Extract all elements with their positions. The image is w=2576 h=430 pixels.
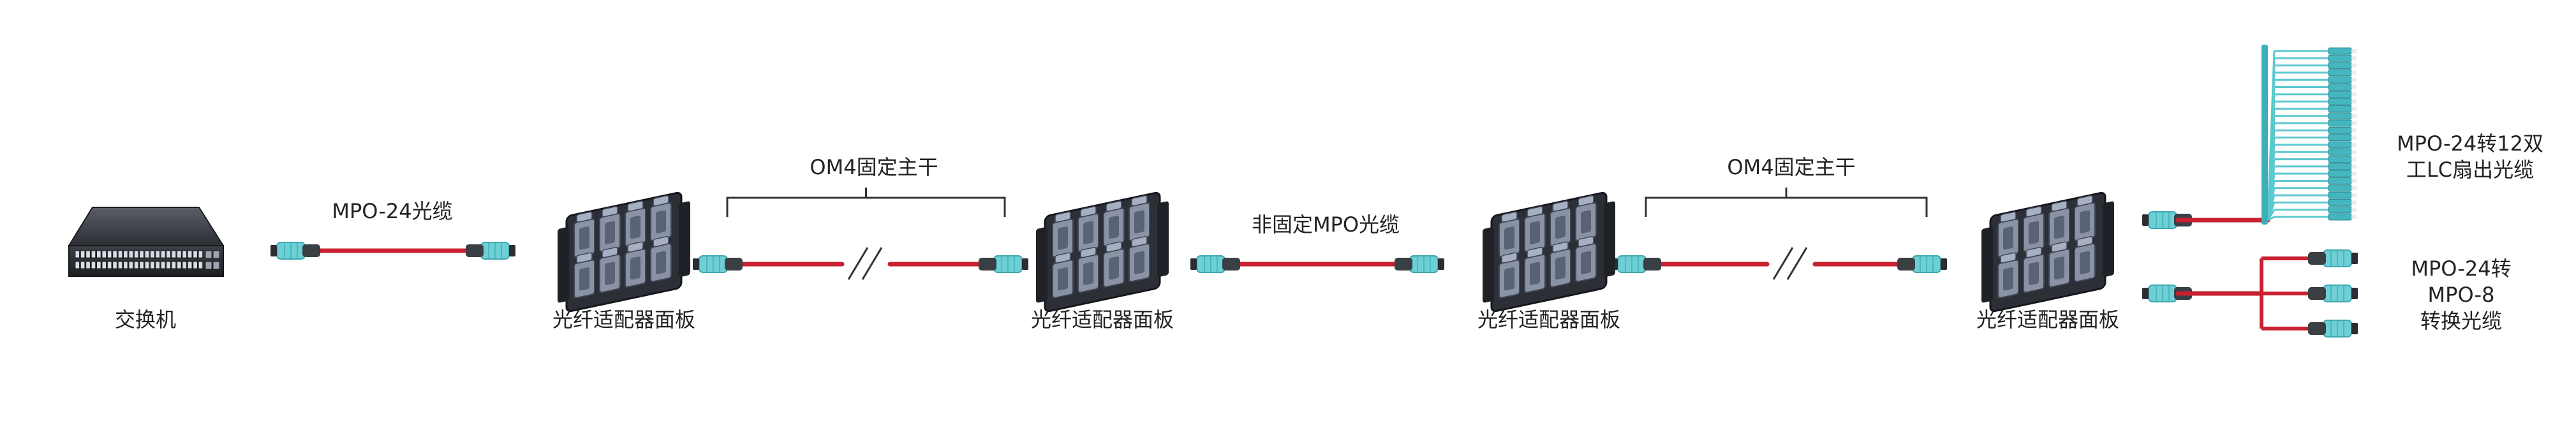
trunk-label-1: OM4固定主干	[810, 155, 938, 179]
cable-links	[270, 242, 1947, 280]
break-mark	[1772, 247, 1794, 280]
adapter-panels	[558, 191, 2114, 313]
fiber-adapter-panel-icon	[1483, 191, 1615, 313]
panel-label-4: 光纤适配器面板	[1976, 308, 2120, 332]
mpo-connector-icon	[2142, 211, 2192, 229]
conv-label-line3: 转换光缆	[2420, 309, 2503, 333]
switch-label: 交换机	[114, 308, 177, 332]
switch-top	[68, 207, 225, 246]
mpo-connector-icon	[466, 242, 515, 260]
fanout-sleeve	[2261, 45, 2268, 225]
mpo-connector-icon	[2308, 249, 2358, 267]
conv-label-line1: MPO-24转	[2411, 256, 2512, 281]
trunk-brackets	[726, 188, 1928, 217]
break-mark	[861, 247, 883, 280]
break-mark	[1786, 247, 1808, 280]
switch-front	[68, 245, 224, 277]
break-mark	[847, 247, 869, 280]
mpo-connector-icon	[270, 242, 320, 260]
mpo-connector-icon	[1897, 255, 1947, 273]
mpo-connector-icon	[1395, 255, 1444, 273]
mpo24-cable-label: MPO-24光缆	[332, 199, 453, 223]
panel-label-3: 光纤适配器面板	[1477, 308, 1621, 332]
fiber-adapter-panel-icon	[558, 191, 690, 313]
trunk-bracket	[1645, 196, 1928, 217]
mpo-connector-icon	[979, 255, 1028, 273]
fiber-adapter-panel-icon	[1981, 191, 2114, 313]
mpo-connector-icon	[2308, 320, 2358, 337]
network-switch-icon	[68, 207, 225, 277]
conv-label-line2: MPO-8	[2427, 283, 2495, 307]
fiber-adapter-panel-icon	[1036, 191, 1169, 313]
mpo-connector-icon	[2308, 285, 2358, 302]
mpo-connector-icon	[1611, 255, 1661, 273]
panel-label-2: 光纤适配器面板	[1030, 308, 1174, 332]
fanout-label-line2: 工LC扇出光缆	[2406, 158, 2535, 182]
lc-fanout-icon	[2142, 45, 2357, 229]
mpo-conversion-cable	[2142, 249, 2358, 337]
lc-fanout-leg	[2267, 216, 2275, 221]
panel-label-1: 光纤适配器面板	[552, 308, 696, 332]
mpo-connector-icon	[693, 255, 743, 273]
mpo-connector-icon	[1190, 255, 1240, 273]
nonfixed-cable-label: 非固定MPO光缆	[1251, 212, 1400, 237]
fanout-label-line1: MPO-24转12双	[2397, 131, 2543, 156]
trunk-label-2: OM4固定主干	[1727, 155, 1856, 179]
trunk-bracket	[726, 196, 1006, 217]
lc-fanout-leg	[2267, 209, 2276, 221]
